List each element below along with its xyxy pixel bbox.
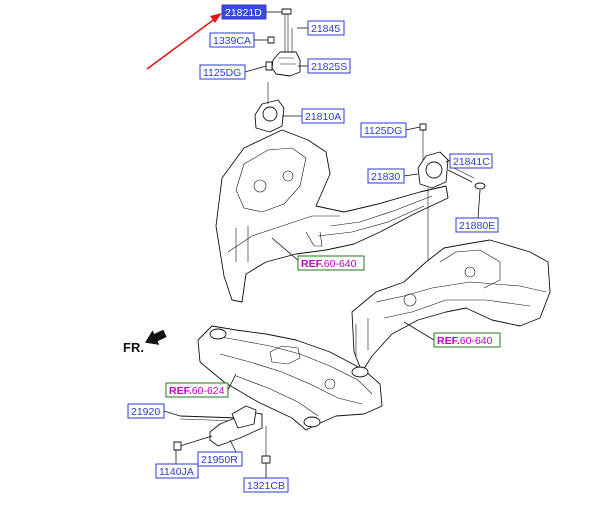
svg-text:1125DG: 1125DG (203, 67, 241, 79)
front-direction-indicator: FR. (123, 329, 167, 355)
label-21825S[interactable]: 21825S (307, 58, 351, 74)
front-label: FR. (123, 340, 144, 355)
svg-text:21950R: 21950R (201, 454, 238, 466)
front-arrow-icon (145, 329, 167, 345)
svg-text:21810A: 21810A (305, 111, 341, 123)
part-labels: 21821D 21845 1339CA 1125DG 21825S 21810A… (127, 4, 499, 493)
svg-text:21825S: 21825S (311, 61, 347, 73)
label-21950R[interactable]: 21950R (197, 451, 243, 467)
svg-text:1125DG: 1125DG (364, 125, 402, 137)
svg-text:REF.60-640: REF.60-640 (301, 258, 357, 270)
svg-text:1339CA: 1339CA (213, 35, 251, 47)
label-21830[interactable]: 21830 (367, 168, 405, 184)
svg-text:REF.60-624: REF.60-624 (169, 385, 225, 397)
svg-text:21821D: 21821D (225, 7, 262, 19)
label-1140JA[interactable]: 1140JA (155, 463, 199, 479)
label-21920[interactable]: 21920 (127, 403, 165, 419)
label-21841C[interactable]: 21841C (449, 153, 493, 169)
ref-labels: REF.60-640 REF.60-640 REF.60-624 (165, 255, 501, 398)
red-pointer-arrow (146, 13, 222, 70)
transmission-mount-right (417, 123, 486, 296)
label-21880E[interactable]: 21880E (455, 217, 499, 233)
svg-text:1140JA: 1140JA (159, 466, 194, 478)
label-21821D[interactable]: 21821D (221, 4, 267, 20)
label-1321CB[interactable]: 1321CB (243, 477, 289, 493)
label-21845[interactable]: 21845 (307, 20, 345, 36)
front-sub-frame (197, 325, 383, 431)
roll-rod-bracket (173, 405, 271, 464)
svg-text:21830: 21830 (371, 171, 400, 183)
front-side-member-left (215, 129, 449, 303)
svg-text:1321CB: 1321CB (247, 480, 285, 492)
svg-text:REF.60-640: REF.60-640 (437, 335, 493, 347)
front-side-member-right (351, 239, 551, 373)
label-1125DG-right[interactable]: 1125DG (360, 122, 407, 138)
ref-link-60-640-right[interactable]: REF.60-640 (433, 332, 501, 348)
ref-link-60-624[interactable]: REF.60-624 (165, 382, 229, 398)
label-1125DG-upper[interactable]: 1125DG (199, 64, 246, 80)
label-21810A[interactable]: 21810A (301, 108, 345, 124)
engine-mount-upper (254, 8, 301, 133)
label-1339CA[interactable]: 1339CA (209, 32, 255, 48)
svg-text:21841C: 21841C (453, 156, 490, 168)
svg-text:21920: 21920 (131, 406, 160, 418)
svg-text:21880E: 21880E (459, 220, 495, 232)
svg-text:21845: 21845 (311, 23, 340, 35)
ref-link-60-640-left[interactable]: REF.60-640 (297, 255, 365, 271)
